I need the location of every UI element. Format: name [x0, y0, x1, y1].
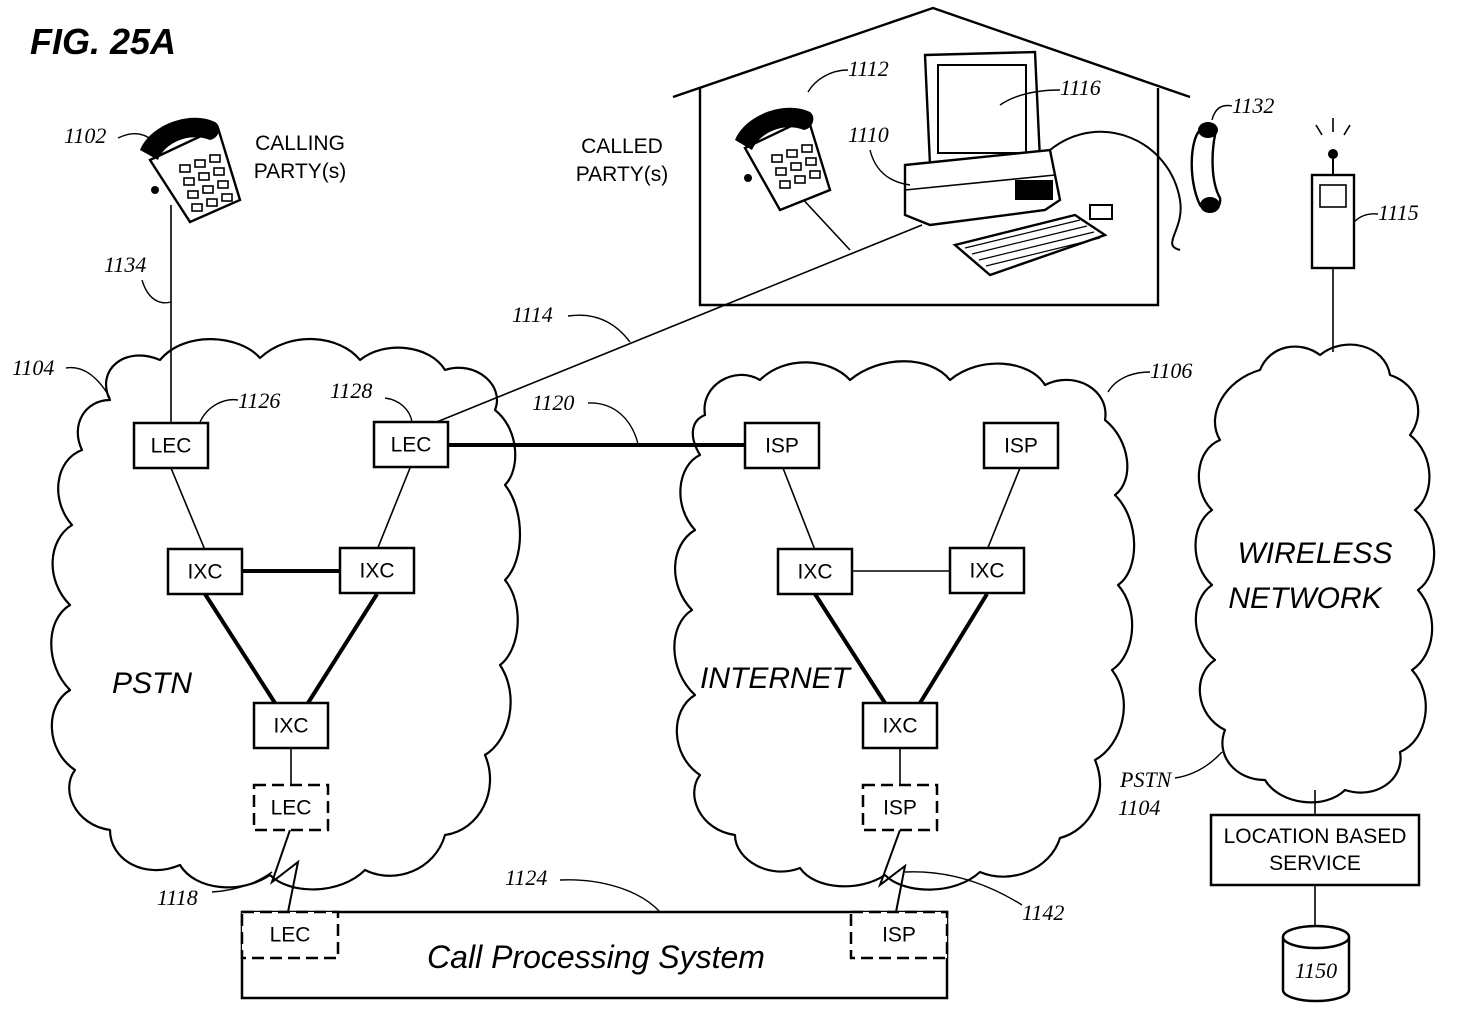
node-ixc-pstn-left[interactable]: IXC [166, 547, 244, 596]
reference-numerals: 1102 1134 1104 1126 1128 1114 1120 1106 … [12, 56, 1419, 925]
pstn-label: PSTN [112, 667, 192, 700]
location-based-service[interactable]: LOCATION BASED SERVICE [1209, 813, 1421, 887]
ref-1110: 1110 [848, 122, 889, 147]
node-lec-1128[interactable]: LEC [372, 420, 450, 469]
wireless-device-icon [1310, 118, 1356, 270]
ref-1120: 1120 [532, 390, 574, 415]
node-ixc-internet-right-label: IXC [969, 560, 1004, 583]
ref-1112: 1112 [848, 56, 889, 81]
ref-1126: 1126 [238, 388, 280, 413]
cps-isp-label: ISP [882, 924, 916, 947]
node-lec-1128-label: LEC [391, 434, 432, 457]
ref-1116: 1116 [1060, 75, 1101, 100]
node-lec-pstn-dashed-label: LEC [271, 797, 312, 820]
node-lec-1126[interactable]: LEC [132, 421, 210, 470]
internet-label: INTERNET [700, 662, 853, 695]
cps-label: Call Processing System [427, 939, 765, 975]
node-isp-internet-dashed-label: ISP [883, 797, 917, 820]
ref-1115: 1115 [1378, 200, 1419, 225]
node-ixc-pstn-bottom[interactable]: IXC [252, 701, 330, 750]
node-ixc-internet-bottom[interactable]: IXC [861, 701, 939, 750]
house-outline [672, 6, 1191, 307]
pstn-ref-line1: PSTN [1119, 767, 1173, 792]
node-isp-right[interactable]: ISP [982, 421, 1060, 470]
internet-cloud [673, 360, 1136, 891]
database-cylinder[interactable]: 1150 [1281, 924, 1351, 1003]
wireless-label-line2: NETWORK [1228, 582, 1383, 615]
ref-1106: 1106 [1150, 358, 1192, 383]
ref-1118: 1118 [157, 885, 198, 910]
ref-1132: 1132 [1232, 93, 1274, 118]
wireless-cloud [1194, 343, 1436, 804]
computer-icon [903, 50, 1113, 277]
node-isp-right-label: ISP [1004, 435, 1038, 458]
node-ixc-internet-left[interactable]: IXC [776, 547, 854, 596]
ref-1114: 1114 [512, 302, 553, 327]
ref-1142: 1142 [1022, 900, 1064, 925]
node-isp-internet-dashed[interactable]: ISP [861, 783, 939, 832]
node-ixc-pstn-left-label: IXC [187, 561, 222, 584]
called-party-line2: PARTY(s) [576, 163, 669, 186]
node-ixc-internet-right[interactable]: IXC [948, 546, 1026, 595]
called-phone-icon [735, 107, 832, 212]
database-label: 1150 [1295, 958, 1337, 983]
handset-icon [1049, 122, 1222, 251]
calling-party-line1: CALLING [255, 132, 345, 155]
ref-1102: 1102 [64, 123, 106, 148]
cps-lec-label: LEC [270, 924, 311, 947]
node-ixc-pstn-right-label: IXC [359, 560, 394, 583]
wireless-label-line1: WIRELESS [1237, 537, 1392, 570]
called-party-line1: CALLED [581, 135, 663, 158]
ref-1124: 1124 [505, 865, 547, 890]
ref-1128: 1128 [330, 378, 372, 403]
lbs-line2: SERVICE [1269, 852, 1361, 875]
node-isp-1120-label: ISP [765, 435, 799, 458]
node-ixc-internet-left-label: IXC [797, 561, 832, 584]
calling-phone-icon [140, 117, 242, 224]
pstn-ref-line2: 1104 [1118, 795, 1160, 820]
node-isp-1120[interactable]: ISP [743, 421, 821, 470]
call-processing-system[interactable]: LEC ISP Call Processing System [240, 910, 949, 1000]
connections [170, 179, 1334, 925]
ref-1104: 1104 [12, 355, 54, 380]
node-lec-pstn-dashed[interactable]: LEC [252, 783, 330, 832]
ref-1134: 1134 [104, 252, 146, 277]
calling-party-line2: PARTY(s) [254, 160, 347, 183]
node-lec-1126-label: LEC [151, 435, 192, 458]
lbs-line1: LOCATION BASED [1224, 825, 1407, 848]
node-ixc-pstn-right[interactable]: IXC [338, 546, 416, 595]
figure-label: FIG. 25A [30, 21, 176, 62]
pstn-cloud [50, 338, 521, 891]
node-ixc-pstn-bottom-label: IXC [273, 715, 308, 738]
node-ixc-internet-bottom-label: IXC [882, 715, 917, 738]
